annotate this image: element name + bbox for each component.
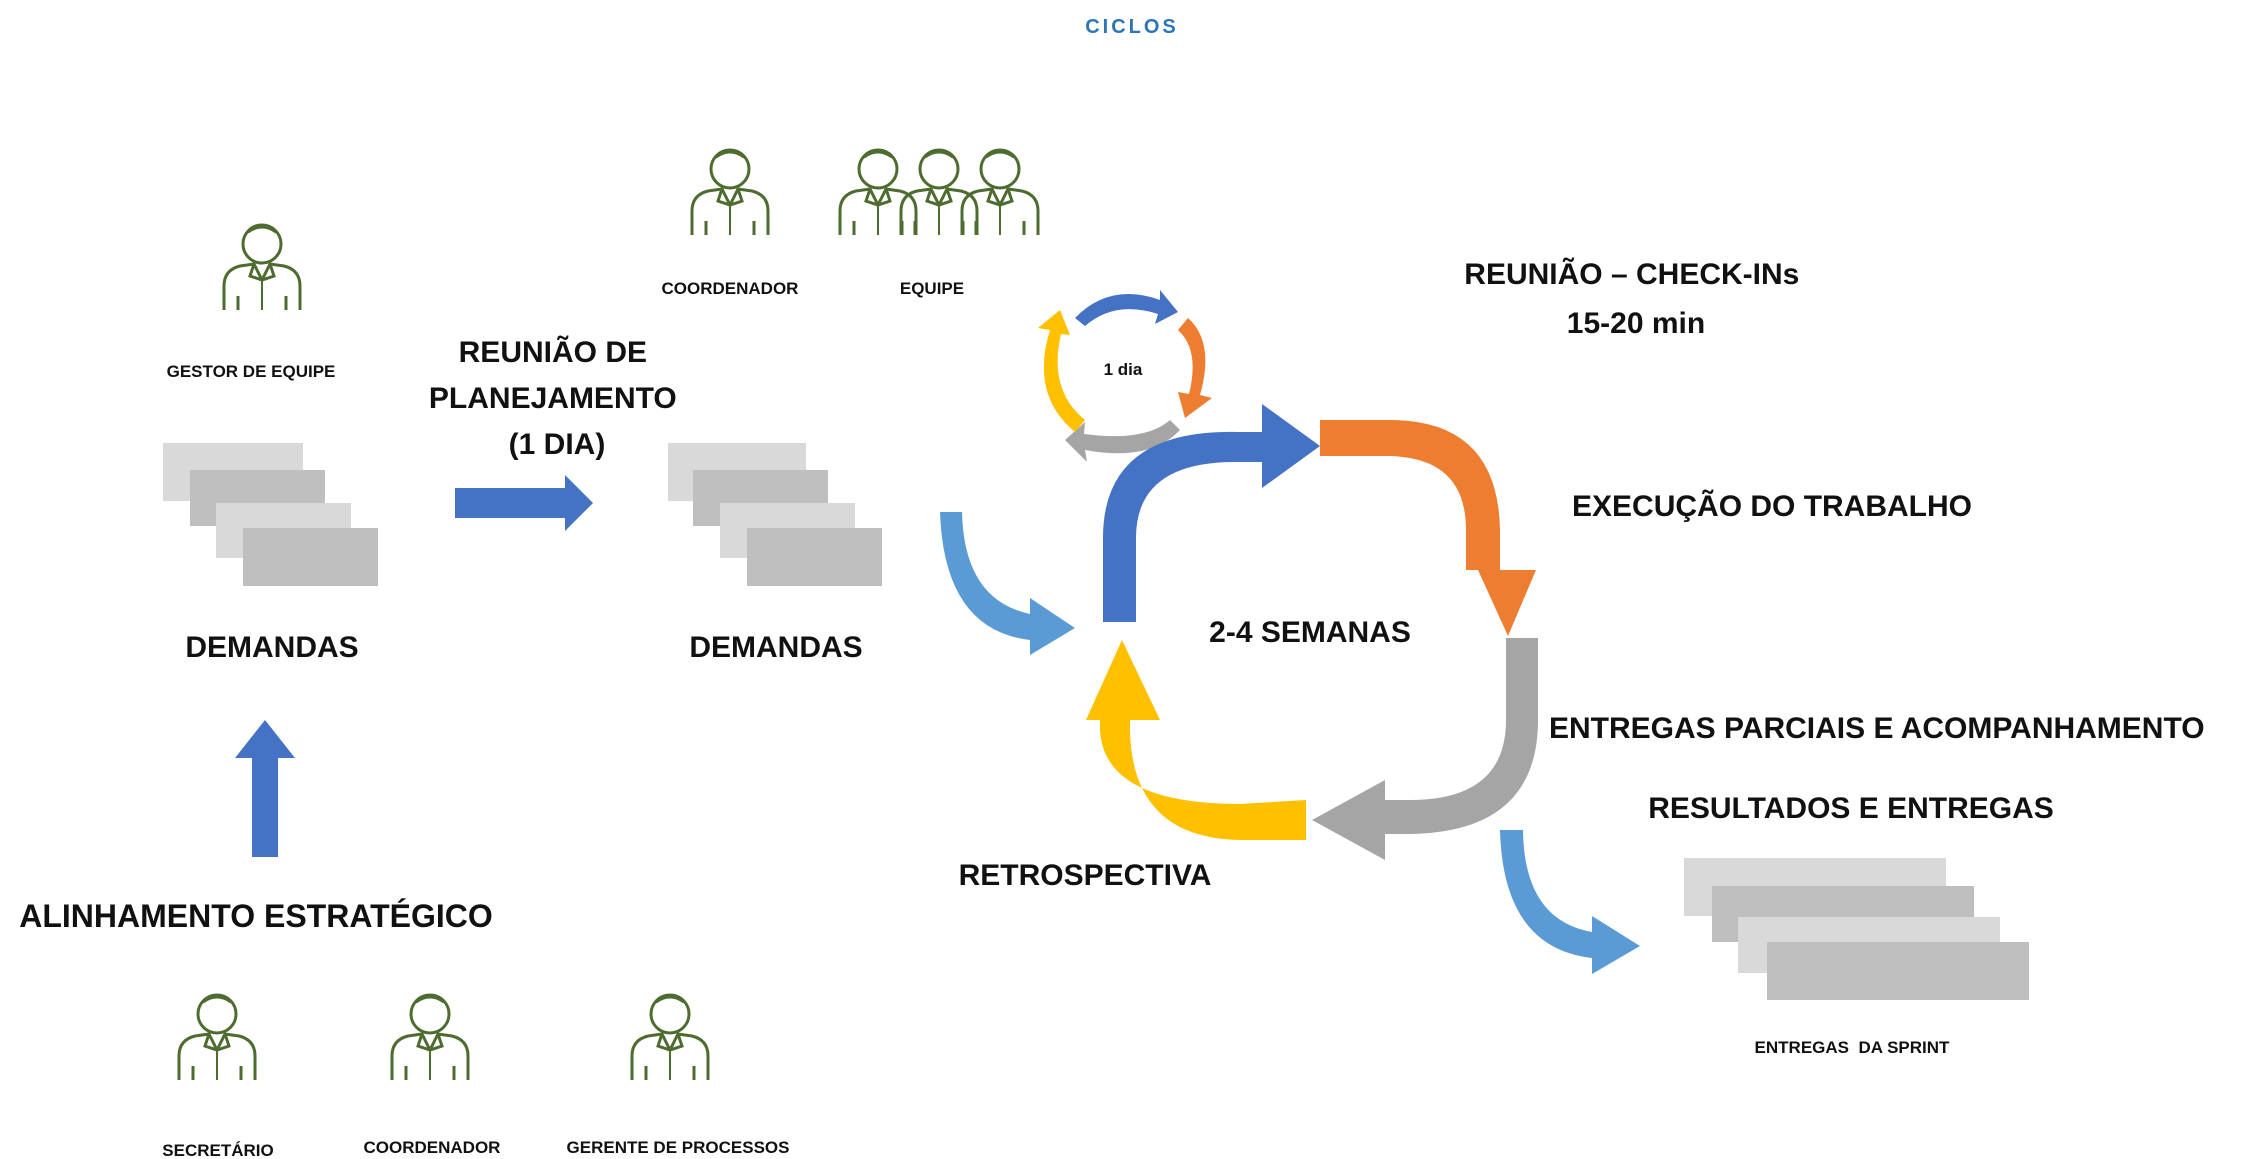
planejamento-right-arrow [455, 475, 593, 531]
entregas-sprint-label: ENTREGAS DA SPRINT [1755, 1038, 1951, 1057]
demandas-into-cycle-arrow [940, 512, 1075, 655]
checkins-label: REUNIÃO – CHECK-INs 15-20 min [1464, 257, 1807, 340]
alinhamento-label: ALINHAMENTO ESTRATÉGICO [19, 898, 492, 934]
gerente-person-icon [630, 993, 710, 1082]
page-title: CICLOS [1085, 16, 1179, 38]
cycle-yellow-arrow [1086, 640, 1306, 840]
demandas-mid-label: DEMANDAS [689, 631, 862, 664]
gerente-label: GERENTE DE PROCESSOS [567, 1138, 790, 1157]
gestor-label: GESTOR DE EQUIPE [167, 362, 336, 381]
entregas-parciais-label: ENTREGAS PARCIAIS E ACOMPANHAMENTO [1549, 712, 2205, 745]
execucao-label: EXECUÇÃO DO TRABALHO [1572, 489, 1972, 523]
retrospectiva-label: RETROSPECTIVA [959, 859, 1212, 892]
demandas-left-label: DEMANDAS [185, 631, 358, 664]
cycle-gray-arrow [1312, 638, 1538, 860]
sprint-cycle [1086, 404, 1538, 860]
entregas-sprint-stack-icon [1684, 858, 2029, 1000]
secretario-person-icon [177, 993, 257, 1082]
alinhamento-up-arrow [235, 720, 295, 857]
reuniao-planejamento-label: REUNIÃO DE PLANEJAMENTO (1 DIA) [429, 335, 685, 461]
semanas-label: 2-4 SEMANAS [1209, 616, 1411, 649]
daily-label: 1 dia [1104, 360, 1143, 379]
resultados-label: RESULTADOS E ENTREGAS [1648, 792, 2054, 825]
cycle-to-entregas-arrow [1500, 830, 1640, 974]
equipe-group-icon [838, 148, 1040, 237]
secretario-label: SECRETÁRIO [162, 1141, 273, 1159]
coordenador-bottom-label: COORDENADOR [364, 1138, 501, 1157]
cycle-orange-arrow [1320, 420, 1536, 636]
coordenador-bottom-person-icon [390, 993, 470, 1082]
demandas-mid-stack-icon [668, 443, 882, 586]
demandas-left-stack-icon [163, 443, 378, 586]
coordenador-top-person-icon [690, 148, 770, 237]
equipe-label: EQUIPE [900, 279, 964, 298]
gestor-person-icon [222, 223, 302, 312]
coordenador-top-label: COORDENADOR [662, 279, 799, 298]
daily-cycle-icon [1038, 290, 1212, 462]
cycle-blue-arrow [1103, 404, 1320, 622]
